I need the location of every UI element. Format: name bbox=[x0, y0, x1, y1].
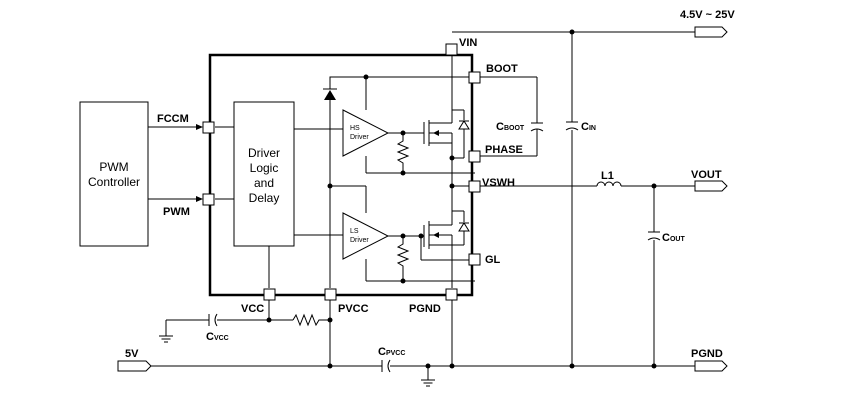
cpvcc-label: CPVCC bbox=[378, 346, 405, 358]
high-side-mosfet bbox=[423, 109, 470, 160]
cout-capacitor bbox=[647, 231, 661, 241]
cpvcc-capacitor bbox=[381, 359, 391, 373]
cout-label: COUT bbox=[662, 232, 685, 244]
cboot-capacitor bbox=[530, 122, 544, 132]
boot-pin-label: BOOT bbox=[486, 63, 518, 75]
vin-pin-label: VIN bbox=[459, 37, 477, 49]
vswh-pin bbox=[468, 180, 481, 193]
driver-label-4: Delay bbox=[249, 191, 280, 205]
phase-pin bbox=[468, 150, 481, 163]
driver-label-2: Logic bbox=[250, 161, 279, 175]
vswh-pin-label: VSWH bbox=[482, 177, 515, 189]
cvcc-label: CVCC bbox=[206, 331, 229, 343]
phase-pin-label: PHASE bbox=[485, 144, 523, 156]
pwm-pin bbox=[202, 193, 215, 206]
vin-port bbox=[694, 26, 728, 38]
vin-range-label: 4.5V ~ 25V bbox=[680, 9, 735, 21]
cin-capacitor bbox=[565, 121, 579, 131]
pwm-signal bbox=[148, 196, 203, 202]
vcc-pin bbox=[263, 288, 276, 301]
boot-pin bbox=[468, 71, 481, 84]
pgnd-pin-label: PGND bbox=[409, 303, 441, 315]
ls-driver-label-1: LS bbox=[350, 228, 359, 235]
ground-symbol-vcc bbox=[159, 320, 173, 343]
vcc-pin-label: VCC bbox=[241, 303, 264, 315]
pwm-controller-box bbox=[79, 101, 149, 247]
5v-label: 5V bbox=[125, 348, 139, 360]
vcc-filter-resistor bbox=[292, 313, 330, 327]
pgnd-pin bbox=[445, 288, 458, 301]
l1-label: L1 bbox=[601, 170, 614, 182]
bootstrap-diode bbox=[323, 88, 337, 100]
ls-driver-label-2: Driver bbox=[350, 237, 369, 244]
fccm-pin-label: FCCM bbox=[157, 113, 189, 125]
driver-label-3: and bbox=[254, 176, 274, 190]
pwm-controller-label-2: Controller bbox=[88, 175, 140, 189]
driver-logic-box bbox=[233, 101, 295, 247]
gl-pin-label: GL bbox=[485, 254, 501, 266]
vin-pin bbox=[445, 43, 458, 56]
fccm-pin bbox=[202, 121, 215, 134]
vout-port bbox=[694, 180, 728, 192]
ls-driver-amplifier bbox=[342, 212, 390, 260]
hs-driver-label-1: HS bbox=[350, 125, 360, 132]
cvcc-capacitor bbox=[208, 313, 218, 327]
pvcc-pin bbox=[324, 288, 337, 301]
l1-inductor bbox=[596, 181, 622, 187]
cboot-label: CBOOT bbox=[496, 121, 525, 133]
pgnd-port-label: PGND bbox=[691, 348, 723, 360]
pwm-pin-label: PWM bbox=[163, 206, 190, 218]
ground-symbol-pvcc bbox=[421, 366, 435, 387]
5v-port bbox=[117, 360, 152, 372]
vout-label: VOUT bbox=[691, 169, 722, 181]
cin-label: CIN bbox=[581, 121, 596, 133]
driver-label-1: Driver bbox=[248, 146, 280, 160]
fccm-signal bbox=[148, 124, 203, 130]
ic-package-outline bbox=[208, 53, 474, 297]
pgnd-port bbox=[694, 360, 728, 372]
gl-pin bbox=[468, 253, 481, 266]
hs-driver-amplifier bbox=[342, 109, 390, 157]
low-side-mosfet bbox=[423, 210, 470, 260]
pwm-controller-label-1: PWM bbox=[99, 160, 128, 174]
pvcc-pin-label: PVCC bbox=[338, 303, 369, 315]
hs-driver-label-2: Driver bbox=[350, 134, 369, 141]
